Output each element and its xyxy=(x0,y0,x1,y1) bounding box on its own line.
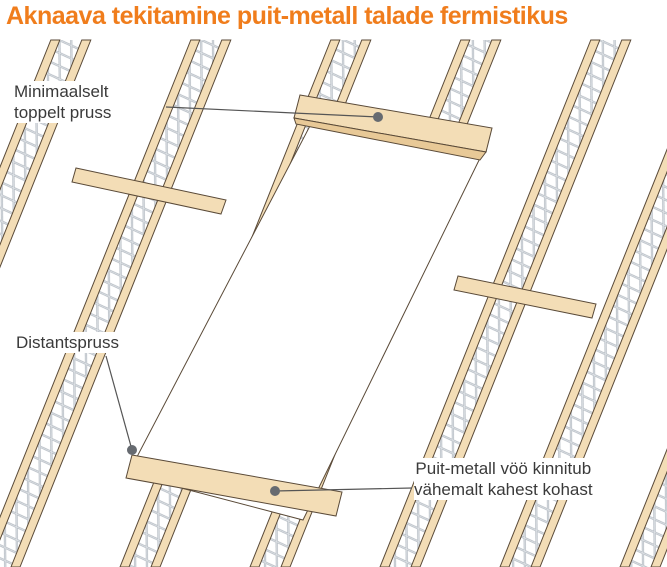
page-title: Aknaava tekitamine puit-metall talade fe… xyxy=(6,2,568,30)
joist xyxy=(619,448,667,567)
leader-spacer xyxy=(105,355,133,451)
callout-double-beam-line-2: toppelt pruss xyxy=(14,103,112,122)
leader-web-fixing xyxy=(274,487,413,492)
metal-web xyxy=(380,40,631,567)
marker-web-fixing xyxy=(270,486,280,496)
timber-flange xyxy=(0,39,201,541)
marker-spacer xyxy=(127,445,137,455)
timber-flange xyxy=(379,39,601,567)
leader-double-beam xyxy=(165,106,379,118)
timber-flange xyxy=(650,525,667,567)
joist xyxy=(0,39,232,567)
double-beam-bottom xyxy=(125,454,343,517)
callout-double-beam: Minimaalselt toppelt pruss xyxy=(14,81,112,123)
callout-spacer-line-1: Distantspruss xyxy=(16,333,119,352)
timber-flange xyxy=(0,39,92,269)
timber-flange xyxy=(619,448,667,567)
double-beam-top-face xyxy=(293,117,487,161)
marker-double-beam xyxy=(373,112,383,122)
spacer-left-upper xyxy=(71,167,227,215)
callout-web-fixing: Puit-metall vöö kinnitub vähemalt kahest… xyxy=(414,458,593,500)
spacer-right-middle xyxy=(453,275,597,319)
callout-spacer: Distantspruss xyxy=(16,332,119,353)
timber-flange xyxy=(10,39,232,567)
callout-web-fixing-line-1: Puit-metall vöö kinnitub xyxy=(415,459,592,478)
callout-double-beam-line-1: Minimaalselt xyxy=(14,82,109,101)
callout-web-fixing-line-2: vähemalt kahest kohast xyxy=(414,480,593,499)
